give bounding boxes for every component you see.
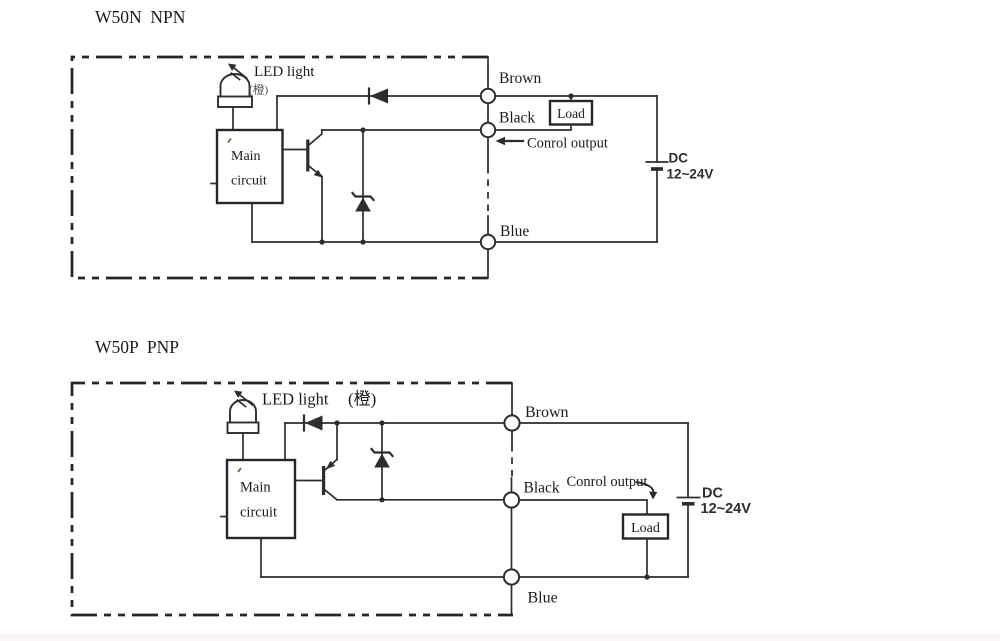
pnp-title: W50P PNP (95, 337, 179, 357)
npn-terminal-brown (479, 87, 497, 105)
npn-label-black: Black (499, 110, 535, 127)
pnp-supply-name: DC (702, 486, 723, 502)
pnp-supply-voltage: 12~24V (701, 501, 752, 517)
npn-load-label: Load (557, 106, 585, 121)
pnp-load-box (621, 513, 670, 540)
pnp-led-indicator-icon (226, 399, 260, 461)
npn-main-circuit-line1: Main (231, 149, 261, 164)
pnp-led-color-note: (橙) (348, 390, 376, 409)
pnp-main-circuit-line1: Main (240, 480, 271, 496)
pnp-zener-diode-icon (369, 422, 395, 501)
pnp-terminal-rail (510, 382, 513, 616)
pnp-transistor-icon (294, 422, 339, 501)
npn-led-color-note: (橙) (249, 83, 268, 97)
npn-junction-dot (360, 127, 366, 133)
pnp-label-blue: Blue (528, 590, 558, 607)
npn-terminal-black (479, 121, 497, 139)
pnp-control-output-arrow-icon (635, 481, 658, 500)
npn-control-output-arrow-icon (495, 136, 525, 146)
pnp-label-brown: Brown (525, 404, 569, 421)
pnp-main-circuit-line2: circuit (240, 505, 277, 521)
pnp-terminal-blue (502, 568, 521, 586)
npn-battery-icon (645, 161, 669, 171)
pnp-wire-black-outside (518, 499, 648, 516)
pnp-label-black: Black (524, 480, 560, 497)
npn-junction-dot (319, 239, 325, 245)
npn-transistor-icon (281, 129, 324, 243)
npn-zener-diode-icon (350, 129, 376, 243)
npn-diagram: W50N NPN (70, 7, 714, 280)
npn-main-circuit-box (210, 128, 284, 205)
pnp-diode-icon (302, 414, 323, 432)
pnp-main-circuit-box (220, 458, 297, 540)
npn-enclosure-border (70, 55, 488, 280)
npn-terminal-blue (479, 233, 497, 251)
pnp-terminal-brown (503, 414, 521, 432)
npn-main-circuit-line2: circuit (231, 174, 267, 189)
npn-label-brown: Brown (499, 70, 541, 87)
pnp-load-label: Load (631, 521, 660, 536)
npn-led-label: LED light (254, 64, 315, 80)
pnp-light-rays-icon (234, 390, 254, 408)
pnp-terminal-black (502, 491, 521, 509)
pnp-control-output-label: Conrol output (567, 474, 648, 490)
npn-supply-voltage: 12~24V (667, 167, 714, 182)
npn-control-output-label: Conrol output (527, 136, 608, 152)
npn-light-rays-icon (228, 63, 248, 81)
pnp-enclosure-border (70, 381, 513, 617)
npn-led-indicator-icon (217, 73, 253, 131)
npn-load-bottom-lead (494, 123, 572, 131)
pnp-battery-icon (676, 496, 701, 506)
pnp-diagram: W50P PNP (70, 337, 752, 617)
npn-diode-icon (367, 87, 388, 105)
npn-title: W50N NPN (95, 7, 186, 27)
npn-junction-dot (360, 239, 366, 245)
pnp-led-label: LED light (262, 390, 329, 409)
npn-label-blue: Blue (500, 223, 529, 240)
page-bottom-band (0, 634, 1000, 641)
npn-supply-name: DC (669, 151, 689, 166)
